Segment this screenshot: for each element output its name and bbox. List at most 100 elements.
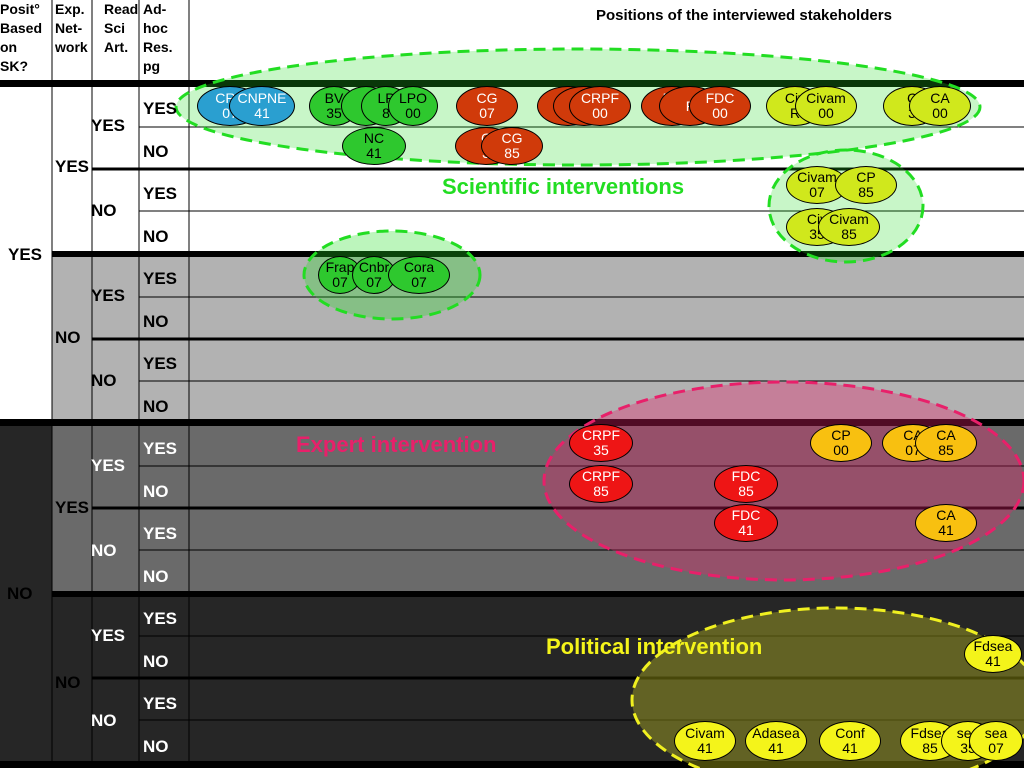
stakeholder-node-name: CP — [856, 169, 876, 185]
stakeholder-node-code: 41 — [768, 740, 784, 756]
stakeholder-node-name: NC — [363, 130, 385, 146]
stakeholder-node-name: Fdsea — [910, 725, 950, 741]
stakeholder-node-code: 07 — [479, 105, 495, 121]
bottom-bar — [0, 761, 1024, 768]
stakeholder-node-name: Cnbr — [358, 259, 390, 275]
header-adhoc-research-program: Ad- hoc Res. pg — [143, 1, 173, 74]
stakeholder-node-code: 41 — [366, 145, 382, 161]
c4-yes-label-6: YES — [143, 524, 178, 543]
stakeholder-node-code: 35 — [326, 105, 342, 121]
c4-yes-label-5: YES — [143, 439, 178, 458]
c3-no-label-2: NO — [91, 371, 117, 390]
stakeholder-node-code: 41 — [842, 740, 858, 756]
stakeholder-node-code: 8 — [382, 105, 390, 121]
c4-yes-label-1: YES — [143, 99, 178, 118]
c4-yes-label-2: YES — [143, 184, 178, 203]
stakeholder-node-code: 85 — [738, 483, 754, 499]
c3-yes-label-3: YES — [91, 456, 126, 475]
stakeholder-node-code: 85 — [504, 145, 520, 161]
stakeholder-node-name: CG — [476, 90, 498, 106]
stakeholder-node-code: 41 — [254, 105, 270, 121]
stakeholder-node-code: 00 — [405, 105, 421, 121]
c4-yes-label-4: YES — [143, 354, 178, 373]
c2-yes-label-1: YES — [55, 157, 90, 176]
c1-no-label: NO — [7, 584, 33, 603]
stakeholder-node-code: 41 — [985, 653, 1001, 669]
c4-yes-label-7: YES — [143, 609, 178, 628]
c4-no-label-4: NO — [143, 397, 169, 416]
header-position-based-on-sk: Posit° Based on SK? — [0, 1, 43, 74]
stakeholder-node-name: CRPF — [581, 427, 621, 443]
c2-no-label-1: NO — [55, 328, 81, 347]
main-separator — [0, 419, 1024, 426]
stakeholder-node-name: CA — [936, 507, 956, 523]
stakeholder-node-name: Frap — [325, 259, 355, 275]
stakeholder-node-code: 07 — [809, 184, 825, 200]
stakeholder-node-name: FDC — [731, 507, 761, 523]
c4-yes-label-8: YES — [143, 694, 178, 713]
c4-no-label-2: NO — [143, 227, 169, 246]
stakeholder-node-code: 35 — [593, 442, 609, 458]
c2-yes-label-2: YES — [55, 498, 90, 517]
stakeholder-node-name: FDC — [705, 90, 735, 106]
c3-yes-label-2: YES — [91, 286, 126, 305]
stakeholder-node-code: 07 — [411, 274, 427, 290]
c3-yes-label-4: YES — [91, 626, 126, 645]
stakeholder-node-code: 41 — [738, 522, 754, 538]
stakeholder-node-code: 85 — [858, 184, 874, 200]
stakeholder-node-name: sea — [984, 725, 1008, 741]
stakeholder-node-code: 07 — [988, 740, 1004, 756]
stakeholder-node-name: CRPF — [581, 468, 621, 484]
stakeholder-node-name: CRPF — [580, 90, 620, 106]
header-read-scientific-articles: Read Sci Art. — [104, 1, 139, 55]
stakeholder-node-name: CG — [501, 130, 523, 146]
c3-no-label-1: NO — [91, 201, 117, 220]
c3-yes-label-1: YES — [91, 116, 126, 135]
stakeholder-node-code: 07 — [366, 274, 382, 290]
c2-no-label-2: NO — [55, 673, 81, 692]
political-intervention-label: Political intervention — [546, 634, 763, 659]
stakeholder-node-name: LPO — [398, 90, 427, 106]
stakeholder-node-name: Civam — [806, 90, 846, 106]
stakeholder-node-name: Civam — [829, 211, 869, 227]
stakeholder-node-code: 07 — [332, 274, 348, 290]
stakeholder-node-name: CNPNE — [237, 90, 287, 106]
stakeholder-node-name: Civam — [797, 169, 837, 185]
stakeholder-node-name: CA — [930, 90, 950, 106]
stakeholder-node-name: Civam — [685, 725, 725, 741]
stakeholder-node-code: 00 — [818, 105, 834, 121]
stakeholder-node-code: R — [789, 105, 801, 121]
stakeholder-node-name: Adasea — [752, 725, 800, 741]
stakeholder-node-code: 00 — [932, 105, 948, 121]
c3-no-label-3: NO — [91, 541, 117, 560]
stakeholder-node-code: 85 — [841, 226, 857, 242]
expert-intervention-label: Expert intervention — [296, 432, 497, 457]
stakeholder-node-code: 00 — [592, 105, 608, 121]
stakeholder-node-name: CA — [936, 427, 956, 443]
diagram-title: Positions of the interviewed stakeholder… — [596, 7, 892, 24]
stakeholder-node-code: 41 — [697, 740, 713, 756]
stakeholder-node-name: Fdsea — [973, 638, 1013, 654]
